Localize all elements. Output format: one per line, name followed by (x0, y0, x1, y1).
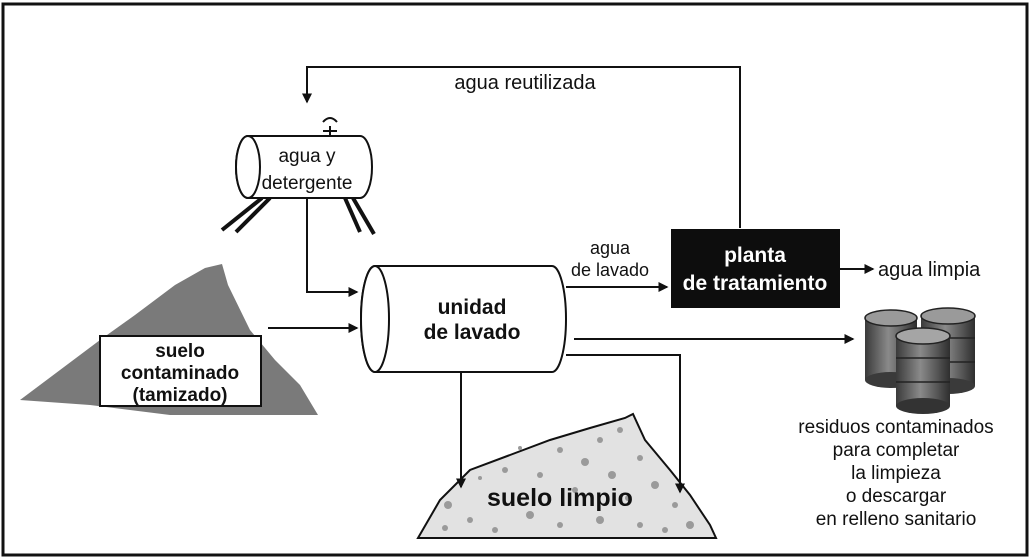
residues-label-line5: en relleno sanitario (816, 509, 977, 530)
contaminated-soil-label-box (99, 335, 262, 407)
unit-to-clean-soil-arrow-right (566, 354, 685, 494)
contaminated-soil-label-line2: contaminado (121, 363, 239, 384)
wash-water-label-line2: de lavado (571, 260, 649, 280)
tank-label-line1: agua y (278, 146, 336, 167)
residues-label-line2: para completar (833, 440, 960, 461)
treatment-plant-box (671, 229, 840, 308)
barrels-icon (864, 307, 976, 414)
tank-label-line2: detergente (262, 173, 353, 194)
contaminated-soil-label-line1: suelo (155, 341, 205, 362)
treatment-plant-label-line1: planta (724, 244, 786, 267)
washing-unit (360, 265, 567, 373)
tank-to-unit-arrow (306, 198, 359, 297)
tank-icon (220, 117, 376, 236)
wash-water-label-line1: agua (590, 238, 631, 258)
contaminated-soil-label-line3: (tamizado) (133, 385, 228, 406)
clean-soil-pile (416, 412, 718, 539)
washing-unit-label-line2: de lavado (424, 321, 521, 344)
clean-soil-dots (442, 427, 694, 533)
reused-water-line (302, 66, 741, 228)
clean-water-label: agua limpia (878, 259, 981, 281)
residues-label-line1: residuos contaminados (798, 417, 993, 438)
residues-label-line3: la limpieza (851, 463, 941, 484)
treatment-plant-label-line2: de tratamiento (683, 272, 828, 295)
washing-unit-label-line1: unidad (438, 296, 507, 319)
clean-soil-label: suelo limpio (487, 484, 633, 512)
residues-label-line4: o descargar (846, 486, 947, 507)
reused-water-label: agua reutilizada (454, 72, 596, 94)
